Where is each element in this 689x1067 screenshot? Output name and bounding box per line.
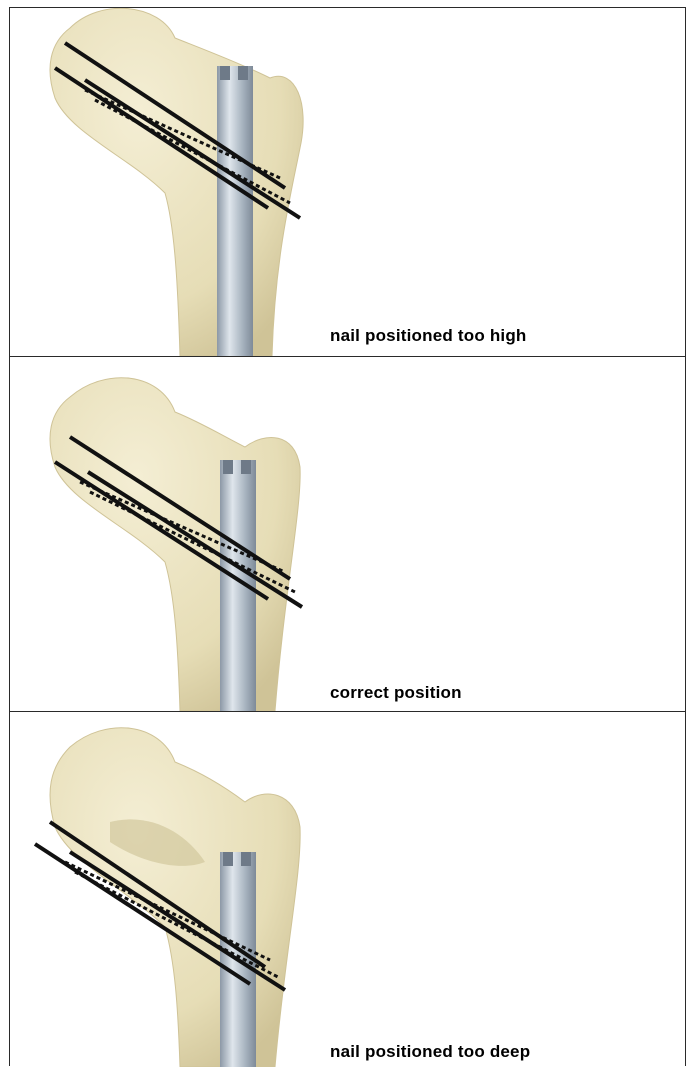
- caption-too-deep: nail positioned too deep: [330, 1042, 530, 1062]
- figure-frame: nail positioned too high: [9, 7, 686, 1066]
- femur-illustration-too-high: [10, 8, 685, 356]
- caption-too-high: nail positioned too high: [330, 326, 527, 346]
- femur-bone: [50, 378, 300, 711]
- intramedullary-nail: [217, 66, 253, 356]
- femur-illustration-too-deep: [10, 712, 685, 1067]
- panel-too-high: nail positioned too high: [10, 8, 685, 357]
- femur-bone: [50, 728, 300, 1067]
- caption-correct: correct position: [330, 683, 462, 703]
- femur-illustration-correct: [10, 357, 685, 711]
- panel-correct: correct position: [10, 357, 685, 712]
- panel-too-deep: nail positioned too deep: [10, 712, 685, 1067]
